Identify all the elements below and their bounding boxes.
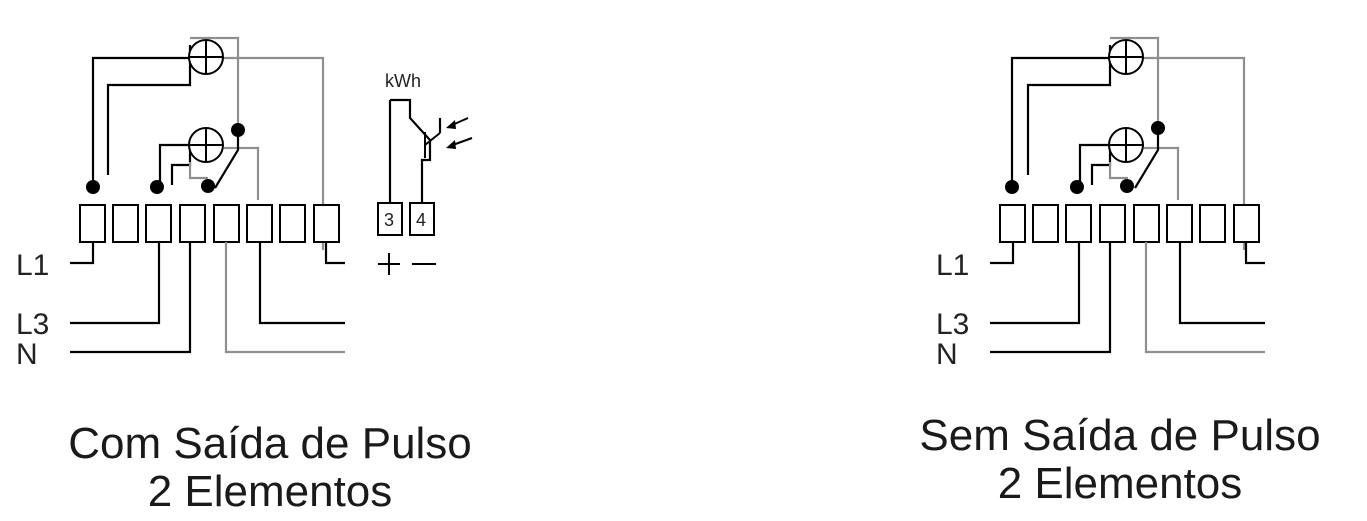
current-transformer-top (91, 36, 325, 250)
terminal-block (79, 204, 340, 243)
current-transformer-top (1010, 36, 1246, 250)
label-n: N (936, 338, 958, 371)
junction-dot (86, 180, 100, 194)
current-transformer-middle (1078, 127, 1180, 200)
caption-line-2: 2 Elementos (997, 459, 1243, 508)
junction-dot (1120, 179, 1134, 193)
diagram-without-pulse-output: L1 L3 N (936, 36, 1265, 371)
label-l3: L3 (16, 308, 49, 341)
pulse-terminal-3: 3 (384, 210, 394, 230)
caption-line-1: Sem Saída de Pulso (919, 411, 1321, 460)
diagram-with-pulse-output: L1 L3 N kWh 3 4 (16, 36, 473, 371)
caption-line-1: Com Saída de Pulso (68, 419, 472, 468)
junction-dot (1070, 180, 1084, 194)
junction-dot (150, 180, 164, 194)
label-l3: L3 (936, 308, 969, 341)
caption-without-pulse: Sem Saída de Pulso 2 Elementos (870, 412, 1367, 508)
caption-line-2: 2 Elementos (147, 467, 393, 516)
junction-dot (201, 179, 215, 193)
label-n: N (16, 338, 38, 371)
pulse-output: kWh 3 4 (377, 71, 473, 275)
caption-with-pulse: Com Saída de Pulso 2 Elementos (20, 420, 520, 516)
label-l1: L1 (16, 249, 49, 282)
pulse-terminal-4: 4 (416, 210, 426, 230)
junction-dot (231, 123, 245, 137)
label-kwh: kWh (385, 71, 421, 91)
terminal-block (999, 204, 1260, 243)
label-l1: L1 (936, 249, 969, 282)
junction-dot (1005, 180, 1019, 194)
junction-dot (1151, 121, 1165, 135)
